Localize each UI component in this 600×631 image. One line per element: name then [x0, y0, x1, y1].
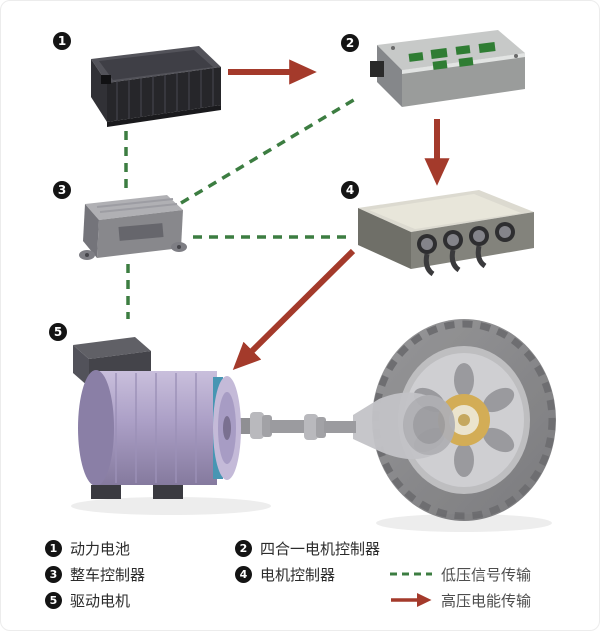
mcu-connectors	[417, 222, 515, 254]
legend-item-drive-motor: 5 驱动电机	[45, 590, 130, 610]
drive-motor-illustration	[73, 337, 241, 499]
legend-item-4in1-controller: 2 四合一电机控制器	[235, 538, 380, 558]
arrow-motor-controller-to-motor	[232, 248, 356, 371]
battery-fins	[116, 68, 214, 121]
legend-badge-3: 3	[45, 565, 62, 583]
mcu-cables	[423, 245, 487, 277]
controller-4in1-illustration	[370, 30, 525, 107]
green-connectors	[408, 42, 496, 70]
differential-illustration	[353, 392, 455, 460]
low-voltage-line-sample	[390, 572, 432, 576]
legend-item-low-voltage: 低压信号传输	[389, 564, 531, 584]
legend-label-battery: 动力电池	[70, 539, 131, 558]
diagram-badge-vehicle-controller: 3	[53, 181, 71, 199]
link-vcu-to-4in1-controller	[180, 96, 358, 205]
vehicle-controller-illustration	[79, 195, 187, 260]
high-voltage-arrow-sample	[391, 593, 432, 607]
legend-label-vehicle-controller: 整车控制器	[70, 565, 146, 584]
legend-label-high-voltage: 高压电能传输	[441, 591, 532, 610]
legend-badge-5: 5	[45, 591, 62, 609]
legend-item-motor-controller: 4 电机控制器	[235, 564, 335, 584]
wheel-shadow	[376, 514, 552, 532]
legend-badge-4: 4	[235, 565, 252, 583]
drive-shaft-illustration	[226, 412, 356, 440]
legend-item-vehicle-controller: 3 整车控制器	[45, 564, 145, 584]
diagram-badge-battery: 1	[53, 32, 71, 50]
diagram-badge-drive-motor: 5	[49, 323, 67, 341]
low-voltage-links	[124, 96, 358, 319]
diagram-badge-4in1-controller: 2	[341, 34, 359, 52]
legend-label-4in1-controller: 四合一电机控制器	[260, 539, 381, 558]
motor-ribs	[115, 373, 197, 483]
motor-controller-illustration	[358, 190, 534, 277]
legend-badge-2: 2	[235, 539, 252, 557]
vcu-ribs	[96, 198, 178, 213]
legend-badge-1: 1	[45, 539, 62, 557]
legend-label-low-voltage: 低压信号传输	[441, 565, 532, 584]
legend-item-high-voltage: 高压电能传输	[389, 590, 531, 610]
battery-illustration	[91, 46, 221, 127]
legend-label-drive-motor: 驱动电机	[70, 591, 131, 610]
legend-label-motor-controller: 电机控制器	[260, 565, 336, 584]
legend-item-battery: 1 动力电池	[45, 538, 130, 558]
motor-shadow	[71, 497, 271, 515]
high-voltage-arrows	[228, 59, 450, 371]
diagram-badge-motor-controller: 4	[341, 181, 359, 199]
